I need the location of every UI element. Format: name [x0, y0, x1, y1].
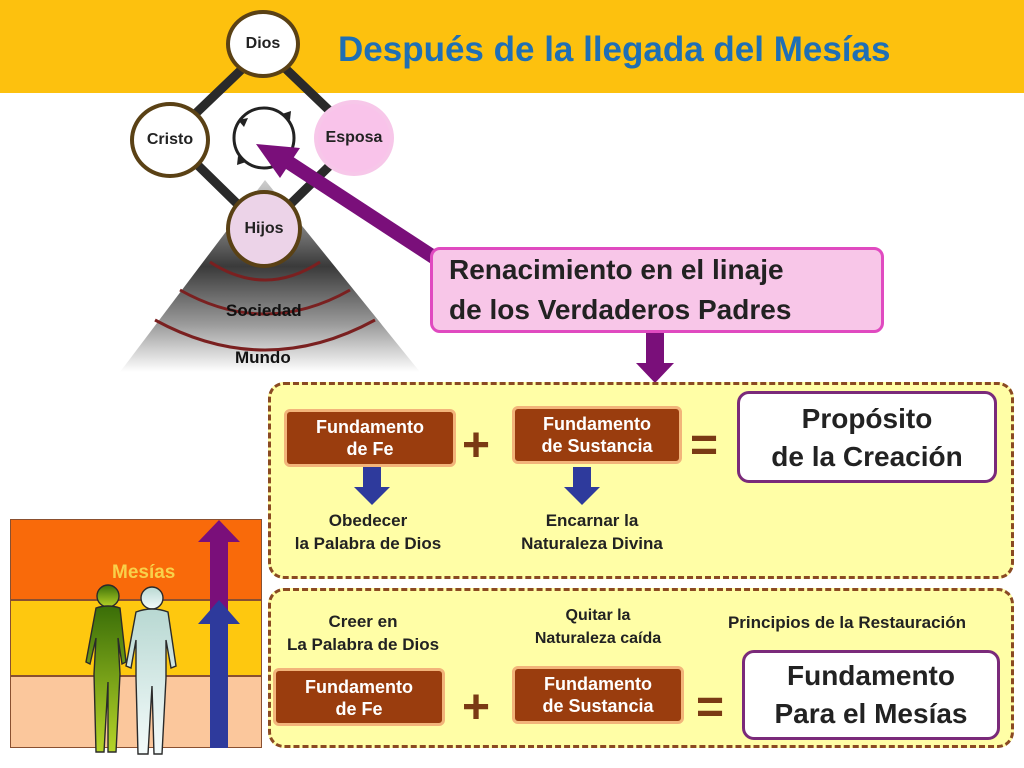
node-esposa: Esposa — [314, 100, 394, 176]
lower-sus-cap1: Quitar la — [565, 607, 631, 624]
callout-text: Renacimiento en el linaje de los Verdade… — [449, 250, 879, 330]
restauracion-heading: Principios de la Restauración — [727, 613, 967, 632]
page-title: Después de la llegada del Mesías — [338, 30, 891, 69]
purple-up-arrow-shaft — [210, 540, 228, 624]
arc-1 — [209, 260, 321, 282]
upper-fe-caption: Obedecer la Palabra de Dios — [268, 509, 468, 555]
callout-box — [430, 247, 884, 333]
couple-figures-icon — [85, 584, 177, 755]
upper-sus-line2: de Sustancia — [541, 436, 653, 456]
callout-line-2: de los Verdaderos Padres — [449, 294, 792, 325]
upper-fe-down-arrow — [354, 467, 390, 505]
upper-sus-cap1: Encarnar la — [545, 511, 639, 530]
lower-equals: = — [696, 681, 725, 734]
node-hijos: Hijos — [226, 190, 302, 268]
upper-result-line1: Propósito — [801, 403, 933, 434]
upper-sus-down-arrow — [564, 467, 600, 505]
upper-sus-cap2: Naturaleza Divina — [521, 534, 663, 553]
lower-fe-line1: Fundamento — [305, 677, 413, 697]
upper-equals: = — [690, 419, 719, 472]
lower-plus: + — [462, 681, 491, 734]
lower-fundamento-fe: Fundamento de Fe — [273, 668, 445, 726]
lower-result-line1: Fundamento — [787, 660, 955, 691]
staircase-up-arrows — [198, 520, 240, 748]
lower-sus-line2: de Sustancia — [542, 696, 654, 716]
lower-sus-line1: Fundamento — [544, 674, 652, 694]
lower-sus-caption: Quitar la Naturaleza caída — [518, 604, 678, 650]
purple-pointer-arrow — [256, 144, 439, 264]
arc-2 — [179, 288, 351, 316]
lower-sus-cap2: Naturaleza caída — [534, 630, 662, 647]
lower-fe-cap1: Creer en — [328, 612, 398, 631]
purple-up-arrow-head — [198, 520, 240, 542]
node-dios: Dios — [226, 10, 300, 78]
blue-up-arrow-head — [198, 600, 240, 624]
upper-sus-line1: Fundamento — [543, 414, 651, 434]
callout-line-1: Renacimiento en el linaje — [449, 254, 784, 285]
lower-fundamento-sustancia: Fundamento de Sustancia — [512, 666, 684, 724]
node-hijos-label: Hijos — [244, 220, 284, 237]
upper-fe-cap1: Obedecer — [328, 511, 408, 530]
node-dios-label: Dios — [245, 35, 281, 52]
down-arrow — [636, 333, 674, 383]
lower-fe-line2: de Fe — [335, 699, 383, 719]
upper-fe-line2: de Fe — [346, 439, 394, 459]
node-cristo: Cristo — [130, 102, 210, 178]
upper-fe-cap2: la Palabra de Dios — [294, 534, 442, 553]
lower-result: Fundamento Para el Mesías — [742, 650, 1000, 740]
cycle-circle — [232, 106, 296, 170]
lower-fe-caption: Creer en La Palabra de Dios — [268, 610, 458, 656]
upper-result: Propósito de la Creación — [737, 391, 997, 483]
spread-pyramid — [120, 180, 420, 372]
blue-up-arrow-shaft — [210, 622, 228, 748]
lower-result-line2: Para el Mesías — [774, 698, 968, 729]
node-cristo-label: Cristo — [146, 131, 194, 148]
pyramid-shape — [120, 180, 420, 372]
header-band — [0, 0, 1024, 93]
mundo-label: Mundo — [235, 348, 291, 367]
arc-3 — [154, 318, 376, 352]
upper-sus-caption: Encarnar la Naturaleza Divina — [494, 509, 690, 555]
upper-fundamento-fe: Fundamento de Fe — [284, 409, 456, 467]
upper-fe-line1: Fundamento — [316, 417, 424, 437]
man-figure — [125, 586, 177, 755]
upper-plus: + — [462, 419, 491, 472]
lower-fe-cap2: La Palabra de Dios — [286, 635, 440, 654]
upper-result-line2: de la Creación — [771, 441, 963, 472]
sociedad-label: Sociedad — [226, 301, 302, 320]
mesias-label: Mesías — [112, 562, 176, 583]
node-esposa-label: Esposa — [325, 129, 383, 146]
woman-figure — [85, 584, 127, 753]
upper-fundamento-sustancia: Fundamento de Sustancia — [512, 406, 682, 464]
